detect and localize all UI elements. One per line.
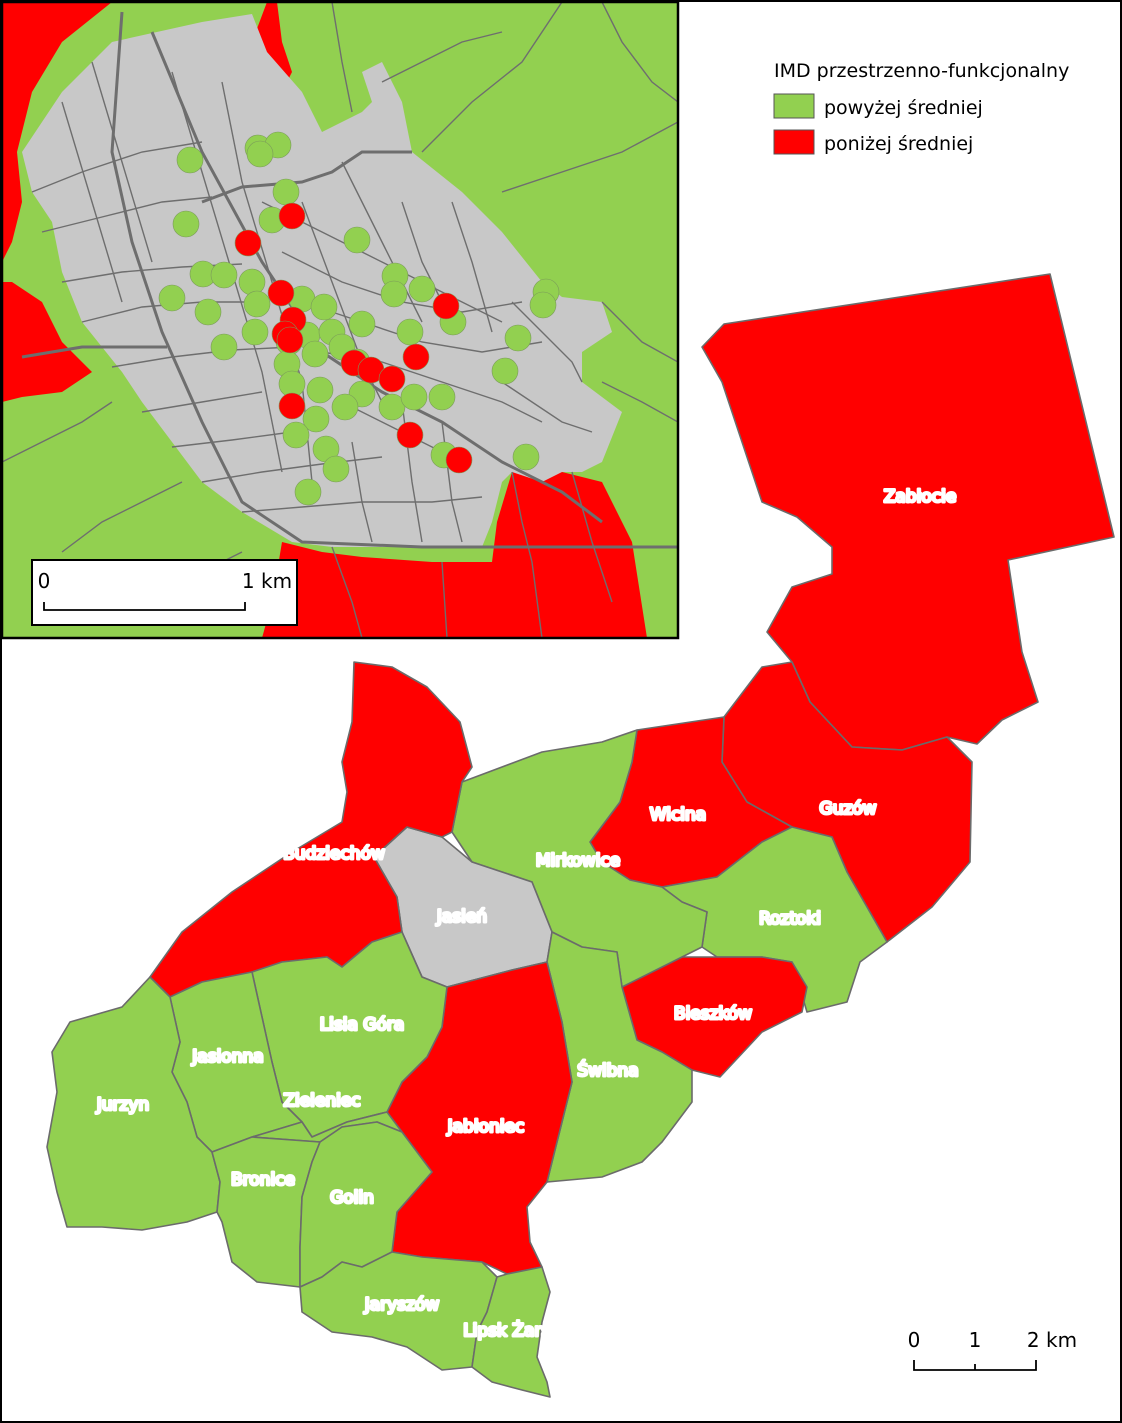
label-jablonec: Jabłoniec [447,1117,525,1137]
point-below-average [267,279,295,307]
point-above-average [512,443,540,471]
legend-label-above: powyżej średniej [824,97,983,119]
point-below-average [278,202,306,230]
label-mirkowice: Mirkowice [536,851,620,871]
label-jasien: Jasień [436,907,487,927]
label-bronice: Bronice [231,1170,295,1190]
point-below-average [432,292,460,320]
point-above-average [343,226,371,254]
main-scale-bar: 0 1 2 km [908,1328,1077,1371]
district-labels: Zabłocie Wicina Guzów Budziechów Mirkowi… [94,486,958,1343]
point-above-average [243,290,271,318]
label-bieszkow: Bieszków [674,1004,752,1024]
point-below-average [278,392,306,420]
point-above-average [491,357,519,385]
label-budziechow: Budziechów [283,844,385,864]
inset-map: 0 1 km [2,2,680,640]
point-above-average [380,280,408,308]
point-above-average [302,405,330,433]
point-below-average [402,343,430,371]
main-scale-tick-2: 2 km [1027,1328,1077,1352]
point-above-average [504,324,532,352]
legend-swatch-below [773,129,815,155]
inset-scale-start: 0 [38,569,51,593]
point-above-average [428,383,456,411]
label-jurzyn: Jurzyn [96,1095,150,1115]
point-above-average [331,393,359,421]
label-lisia-gora: Lisia Góra [320,1015,405,1035]
point-above-average [210,261,238,289]
main-scale-tick-0: 0 [908,1328,921,1352]
label-jasionna: Jasionna [191,1047,263,1067]
point-below-average [234,229,262,257]
main-scale-tick-1: 1 [969,1328,982,1352]
point-above-average [238,268,266,296]
label-lipsk-zarski: Lipsk Żarski [463,1320,565,1341]
point-above-average [306,376,334,404]
point-below-average [276,326,304,354]
point-above-average [272,178,300,206]
point-below-average [396,421,424,449]
point-above-average [246,140,274,168]
legend-label-below: poniżej średniej [824,133,973,155]
point-above-average [172,210,200,238]
label-roztoki: Roztoki [759,909,821,929]
point-below-average [378,365,406,393]
point-above-average [294,478,322,506]
label-jaryszow: Jaryszów [364,1295,440,1315]
legend: IMD przestrzenno-funkcjonalny powyżej śr… [773,60,1069,155]
point-above-average [529,291,557,319]
point-above-average [241,318,269,346]
point-above-average [408,275,436,303]
label-swibna: Świbna [577,1059,638,1081]
label-zieleniec: Zieleniec [283,1091,360,1111]
point-above-average [310,293,338,321]
point-above-average [348,310,376,338]
point-above-average [301,340,329,368]
main-map: Zabłocie Wicina Guzów Budziechów Mirkowi… [46,273,1115,1398]
inset-points [158,131,560,506]
legend-title: IMD przestrzenno-funkcjonalny [774,60,1069,82]
point-above-average [282,421,310,449]
point-above-average [210,333,238,361]
point-above-average [158,284,186,312]
district-lipsk-zarski [471,1266,551,1398]
legend-swatch-above [773,93,815,119]
inset-scale-end: 1 km [242,569,292,593]
point-above-average [378,393,406,421]
point-above-average [322,455,350,483]
point-above-average [176,146,204,174]
point-above-average [400,383,428,411]
label-golin: Golin [330,1188,374,1208]
label-zablocie: Zabłocie [884,487,957,507]
point-above-average [396,318,424,346]
point-above-average [194,298,222,326]
label-wicina: Wicina [650,805,706,825]
point-below-average [445,446,473,474]
inset-scale-bar: 0 1 km [31,559,298,626]
label-guzow: Guzów [819,799,876,819]
